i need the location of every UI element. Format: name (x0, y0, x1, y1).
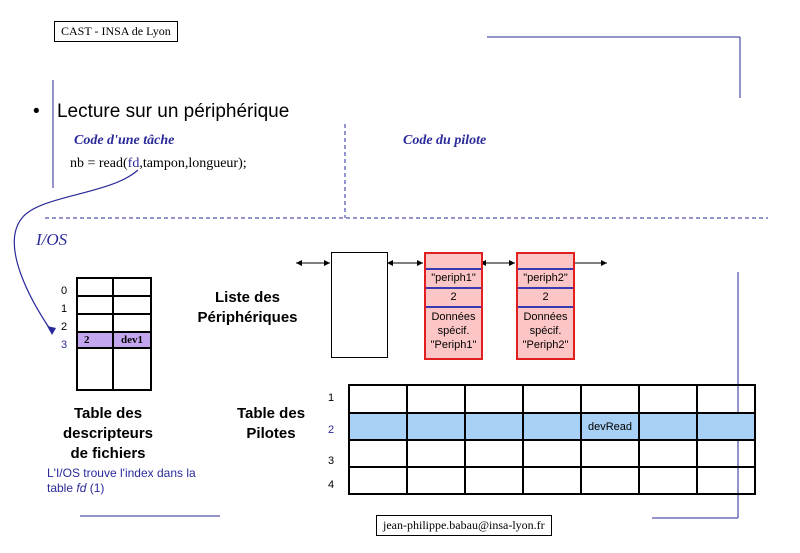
periph2-name: "periph2" (518, 270, 573, 289)
driver-row-label-4: 4 (328, 479, 335, 491)
fd-title-line-3: de fichiers (70, 445, 146, 462)
driver-table-highlight-row: devRead (348, 412, 756, 441)
driver-table: devRead (348, 384, 756, 495)
periph2-header-cell (518, 254, 573, 270)
fd-table-value: 2 (76, 331, 114, 349)
fd-table-title: Table des descripteurs de fichiers (40, 404, 176, 464)
footer-email: jean-philippe.babau@insa-lyon.fr (376, 515, 552, 536)
code-driver-label: Code du pilote (403, 133, 487, 148)
bullet-title: • Lecture sur un périphérique (33, 101, 289, 123)
bullet-icon: • (33, 101, 40, 122)
driver-title-line-2: Pilotes (246, 425, 296, 442)
periph1-data: Données spécif. "Periph1" (430, 311, 477, 351)
periph1-name: "periph1" (426, 270, 481, 289)
fd-index-3: 3 (61, 339, 68, 351)
fd-note: L'I/OS trouve l'index dans la table fd (… (47, 466, 196, 496)
fd-note-line-1: L'I/OS trouve l'index dans la (47, 466, 196, 480)
device-list-title-line-1: Liste des (214, 289, 281, 306)
driver-row-label-3: 3 (328, 455, 335, 467)
device-list-title: Liste des Périphériques (190, 288, 305, 328)
device-list-title-line-2: Périphériques (197, 309, 298, 326)
periph1-index: 2 (426, 289, 481, 308)
fd-title-line-1: Table des (73, 405, 143, 422)
fd-table-device: dev1 (112, 331, 152, 349)
fd-table-highlight-row: 2 dev1 (76, 331, 152, 349)
arrowhead-fd (47, 326, 56, 335)
code-task-label: Code d'une tâche (74, 133, 175, 148)
periph2-data: Données spécif. "Periph2" (522, 311, 569, 351)
driver-row-label-1: 1 (328, 392, 335, 404)
org-label: CAST - INSA de Lyon (54, 21, 178, 42)
periph1-block: "periph1" 2 Données spécif. "Periph1" (424, 252, 483, 360)
fd-table: 2 dev1 (76, 277, 152, 391)
code-line-fd: fd (127, 156, 140, 171)
io-label: I/OS (36, 230, 68, 249)
periph2-index: 2 (518, 289, 573, 308)
code-line: nb = read(fd,tampon,longueur); (70, 156, 247, 172)
fd-index-2: 2 (61, 321, 68, 333)
device-list-head (331, 252, 388, 358)
fd-index-0: 0 (61, 285, 68, 297)
driver-row-label-2: 2 (328, 424, 335, 436)
bullet-title-text: Lecture sur un périphérique (56, 101, 290, 122)
code-line-prefix: nb = read( (70, 156, 128, 171)
fd-index-1: 1 (61, 303, 68, 315)
fd-title-line-2: descripteurs (62, 425, 154, 442)
curved-arrow-fd (13, 169, 139, 333)
periph1-header-cell (426, 254, 481, 270)
driver-table-title: Table des Pilotes (226, 404, 316, 444)
periph2-block: "periph2" 2 Données spécif. "Periph2" (516, 252, 575, 360)
driver-table-devread: devRead (580, 412, 640, 441)
driver-title-line-1: Table des (236, 405, 306, 422)
fd-note-line-2: table fd (1) (47, 481, 105, 495)
fd-row-indices: 0 1 2 3 (61, 282, 67, 354)
code-line-suffix: ,tampon,longueur); (139, 156, 247, 171)
